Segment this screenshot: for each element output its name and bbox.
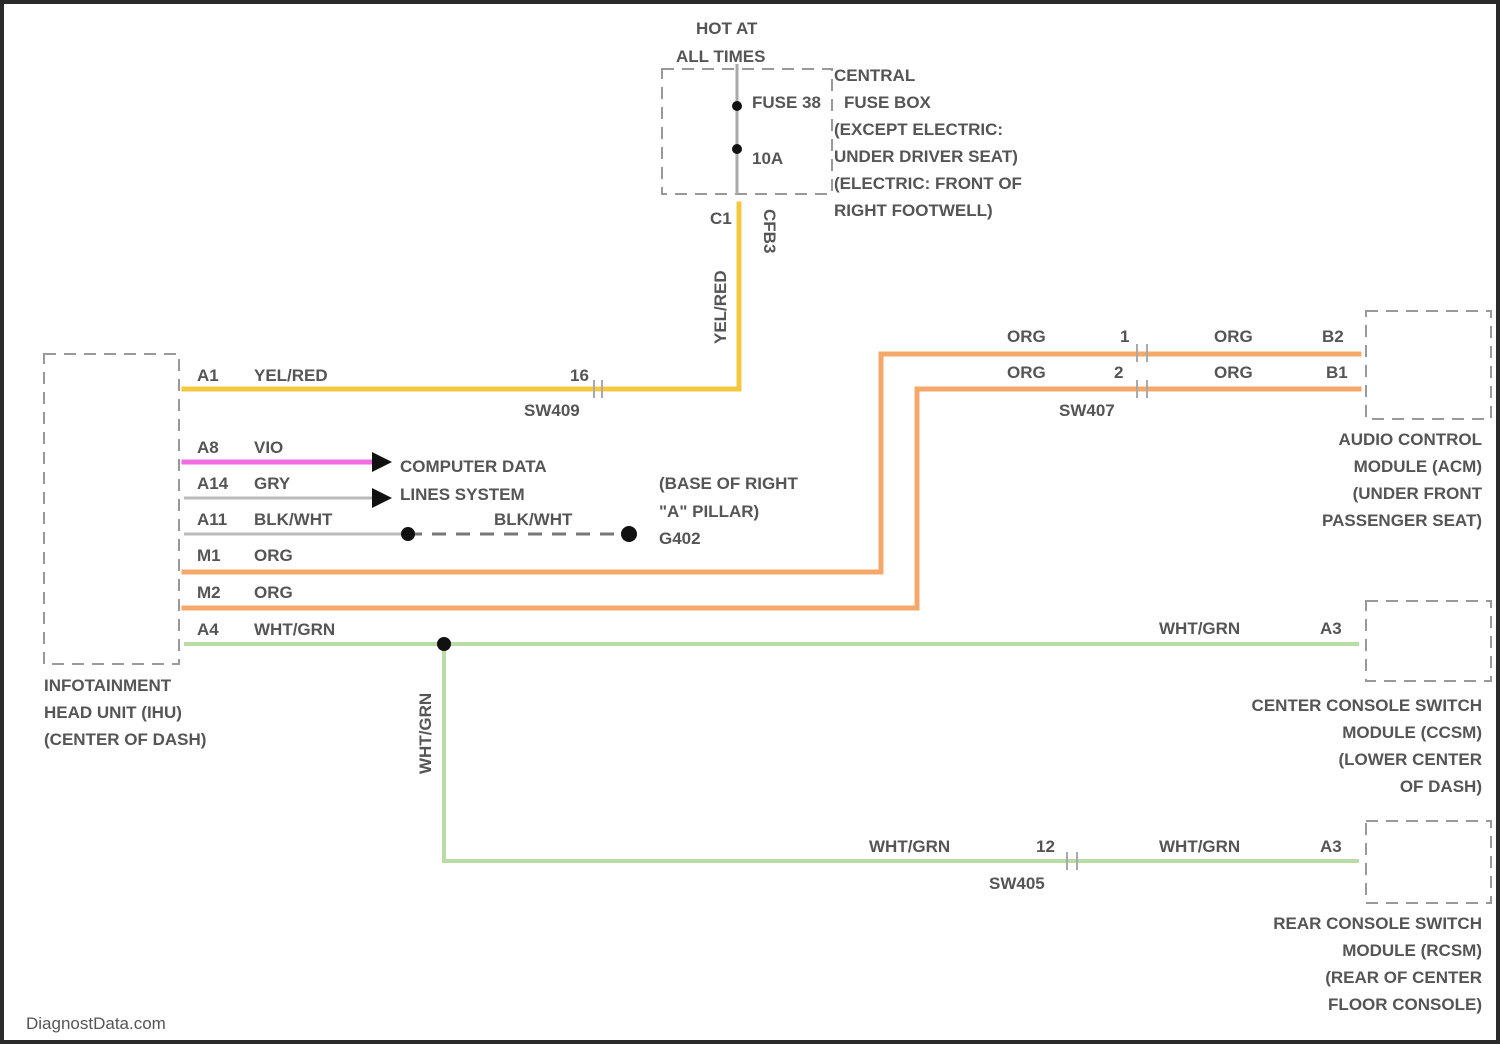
svg-text:(LOWER CENTER: (LOWER CENTER [1338, 750, 1482, 769]
ihu-label: INFOTAINMENT HEAD UNIT (IHU) (CENTER OF … [44, 676, 206, 749]
wire-color: ORG [1214, 327, 1253, 346]
pin-label: 16 [570, 366, 589, 385]
wire-color: YEL/RED [711, 270, 730, 344]
pin-label: B2 [1322, 327, 1344, 346]
ihu-box [44, 354, 179, 664]
connector-label: SW407 [1059, 401, 1115, 420]
hot-label: ALL TIMES [676, 47, 765, 66]
wire-color: BLK/WHT [494, 510, 573, 529]
rcsm-label: REAR CONSOLE SWITCH MODULE (RCSM) (REAR … [1273, 914, 1482, 1014]
wiring-diagram: HOT AT ALL TIMES CENTRAL FUSE 38 FUSE BO… [4, 4, 1500, 1048]
pin-label: 12 [1036, 837, 1055, 856]
wire-color: WHT/GRN [254, 620, 335, 639]
wire-color: ORG [1007, 327, 1046, 346]
wire-color: WHT/GRN [416, 693, 435, 774]
fuse-box-label: UNDER DRIVER SEAT) [834, 147, 1018, 166]
svg-text:REAR CONSOLE SWITCH: REAR CONSOLE SWITCH [1273, 914, 1482, 933]
hot-label: HOT AT [696, 19, 758, 38]
wire-color: BLK/WHT [254, 510, 333, 529]
svg-text:(REAR OF CENTER: (REAR OF CENTER [1325, 968, 1482, 987]
svg-text:MODULE (ACM): MODULE (ACM) [1354, 457, 1482, 476]
wire-color: YEL/RED [254, 366, 328, 385]
rcsm-box [1366, 821, 1491, 903]
svg-text:FLOOR CONSOLE): FLOOR CONSOLE) [1328, 995, 1482, 1014]
fuse-terminal [732, 144, 742, 154]
watermark: DiagnostData.com [26, 1014, 166, 1033]
pin-label: B1 [1326, 363, 1348, 382]
fuse-box-label: (EXCEPT ELECTRIC: [834, 120, 1003, 139]
svg-text:OF DASH): OF DASH) [1400, 777, 1482, 796]
fuse-label: FUSE 38 [752, 93, 821, 112]
pin-label: A3 [1320, 619, 1342, 638]
pin-label: A11 [197, 510, 227, 529]
acm-box [1366, 311, 1491, 419]
pin-label: A3 [1320, 837, 1342, 856]
pin-label: 1 [1120, 327, 1129, 346]
fuse-box-label: (ELECTRIC: FRONT OF [834, 174, 1022, 193]
wire-color: WHT/GRN [1159, 837, 1240, 856]
svg-text:(UNDER FRONT: (UNDER FRONT [1353, 484, 1483, 503]
wire-color: ORG [1214, 363, 1253, 382]
ground-location: (BASE OF RIGHT [659, 474, 798, 493]
splice-icon [401, 527, 415, 541]
acm-label: AUDIO CONTROL MODULE (ACM) (UNDER FRONT … [1322, 430, 1483, 530]
ground-location: "A" PILLAR) [659, 502, 759, 521]
wire-color: VIO [254, 438, 283, 457]
ccsm-box [1366, 601, 1491, 681]
splice-icon [437, 637, 451, 651]
pin-label: 2 [1114, 363, 1123, 382]
wire-color: ORG [254, 546, 293, 565]
svg-text:CENTER CONSOLE SWITCH: CENTER CONSOLE SWITCH [1252, 696, 1482, 715]
wire-color: ORG [254, 583, 293, 602]
connector-label: CFB3 [760, 209, 779, 253]
svg-text:HEAD UNIT (IHU): HEAD UNIT (IHU) [44, 703, 182, 722]
ground-id: G402 [659, 529, 701, 548]
fuse-box-label: CENTRAL [834, 66, 915, 85]
wire-wht-grn-rcsm [444, 644, 1359, 861]
arrow-icon [372, 488, 392, 508]
svg-text:AUDIO CONTROL: AUDIO CONTROL [1338, 430, 1482, 449]
fuse-box [662, 69, 832, 194]
wire-color: WHT/GRN [1159, 619, 1240, 638]
fuse-box-label: RIGHT FOOTWELL) [834, 201, 993, 220]
pin-label: M2 [197, 583, 221, 602]
svg-text:MODULE (RCSM): MODULE (RCSM) [1342, 941, 1482, 960]
connector-label: SW409 [524, 401, 580, 420]
wire-color: WHT/GRN [869, 837, 950, 856]
arrow-icon [372, 452, 392, 472]
svg-text:PASSENGER SEAT): PASSENGER SEAT) [1322, 511, 1482, 530]
pin-label: C1 [710, 209, 732, 228]
pin-label: A14 [197, 474, 229, 493]
fuse-terminal [732, 101, 742, 111]
ccsm-label: CENTER CONSOLE SWITCH MODULE (CCSM) (LOW… [1252, 696, 1482, 796]
svg-text:INFOTAINMENT: INFOTAINMENT [44, 676, 172, 695]
pin-label: A4 [197, 620, 219, 639]
pin-label: M1 [197, 546, 221, 565]
svg-text:MODULE (CCSM): MODULE (CCSM) [1342, 723, 1482, 742]
ground-icon [621, 526, 637, 542]
pin-label: A8 [197, 438, 219, 457]
svg-text:(CENTER OF DASH): (CENTER OF DASH) [44, 730, 206, 749]
wire-yel-red [184, 204, 739, 389]
wire-color: GRY [254, 474, 291, 493]
fuse-box-label: FUSE BOX [844, 93, 932, 112]
pin-label: A1 [197, 366, 219, 385]
cdls-label: COMPUTER DATA [400, 457, 547, 476]
cdls-label: LINES SYSTEM [400, 485, 525, 504]
fuse-rating: 10A [752, 149, 783, 168]
wire-color: ORG [1007, 363, 1046, 382]
connector-label: SW405 [989, 874, 1045, 893]
